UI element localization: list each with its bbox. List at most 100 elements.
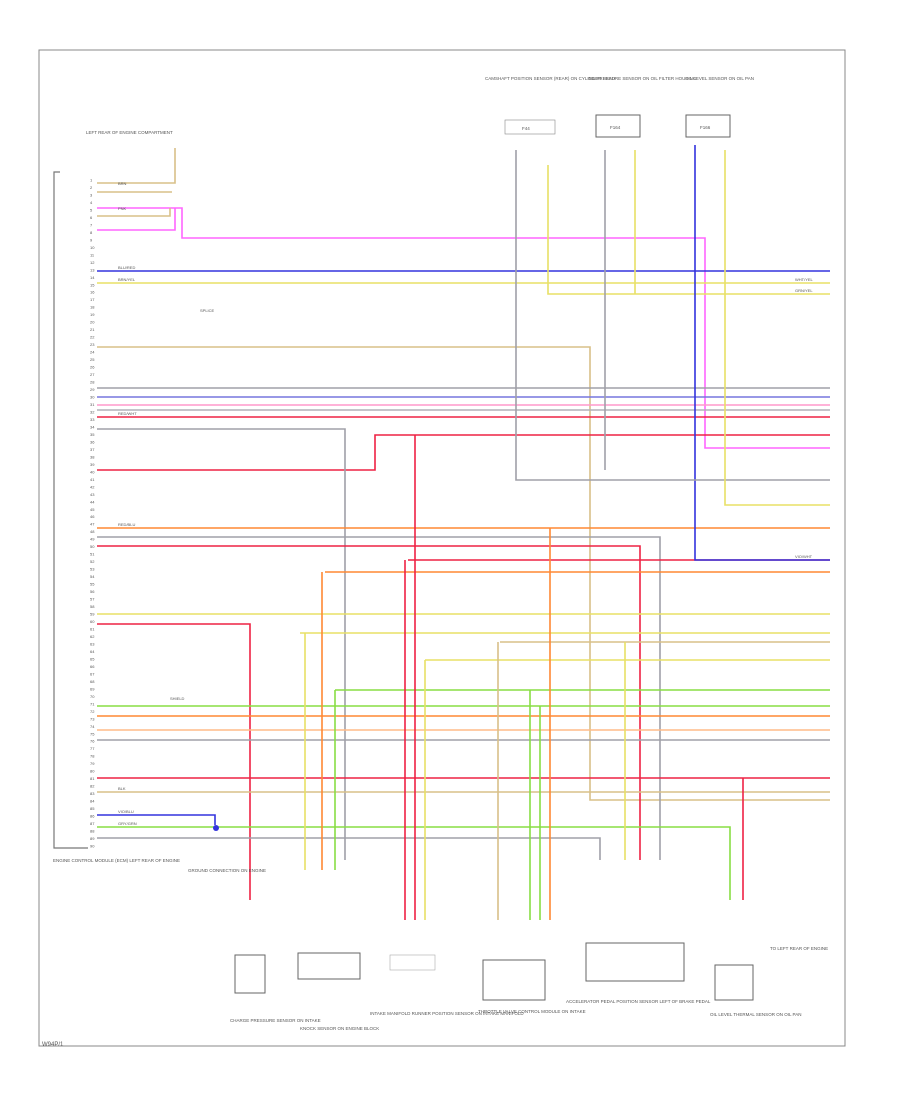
ecm-pin-79: 79 xyxy=(90,761,95,766)
ecm-pin-45: 45 xyxy=(90,507,95,512)
wire-blue-3 xyxy=(97,814,216,825)
diagram-frame xyxy=(38,49,846,1047)
charge-pressure-sensor-box xyxy=(234,954,266,994)
wires xyxy=(97,145,830,920)
ecm-pin-21: 21 xyxy=(90,327,95,332)
ecm-pin-4: 4 xyxy=(90,200,93,205)
top-component-label-2: OIL PRESSURE SENSOR ON OIL FILTER HOUSIN… xyxy=(588,76,697,81)
ecm-pin-46: 46 xyxy=(90,514,95,519)
ecm-pin-66: 66 xyxy=(90,664,95,669)
wire-drop-17 xyxy=(724,150,830,506)
knock-sensor-box xyxy=(297,952,361,980)
ecm-pin-68: 68 xyxy=(90,679,95,684)
top-component-tag-3: F166 xyxy=(700,125,711,130)
wire-label-blk: BLK xyxy=(118,786,126,791)
wire-drop-13 xyxy=(694,145,830,561)
ecm-pin-18: 18 xyxy=(90,305,95,310)
ecm-pin-1: 1 xyxy=(90,178,93,183)
ecm-pin-28: 28 xyxy=(90,380,95,385)
ecm-pin-60: 60 xyxy=(90,619,95,624)
oil-thermal-sensor-box xyxy=(714,964,754,1001)
ecm-pin-9: 9 xyxy=(90,237,93,242)
ecm-pin-30: 30 xyxy=(90,395,95,400)
wire-pink-2 xyxy=(97,208,176,231)
ecm-pin-72: 72 xyxy=(90,709,95,714)
ecm-pin-69: 69 xyxy=(90,686,95,691)
ecm-pin-26: 26 xyxy=(90,365,95,370)
ecm-pin-29: 29 xyxy=(90,387,95,392)
ecm-pin-82: 82 xyxy=(90,784,95,789)
ecm-pin-84: 84 xyxy=(90,799,95,804)
ecm-bottom-label: ENGINE CONTROL MODULE (ECM) LEFT REAR OF… xyxy=(53,858,180,863)
wire-label-vio-wht: VIO/WHT xyxy=(795,554,813,559)
ecm-pin-62: 62 xyxy=(90,634,95,639)
wire-label-wht-yel: WHT/YEL xyxy=(795,277,814,282)
wire-gray-6 xyxy=(97,837,601,860)
ecm-pin-65: 65 xyxy=(90,656,95,661)
wire-label-brn: BRN xyxy=(118,181,127,186)
ecm-pin-57: 57 xyxy=(90,597,95,602)
wire-label-red-blu: RED/BLU xyxy=(118,522,135,527)
ecm-pin-78: 78 xyxy=(90,754,95,759)
ecm-pin-49: 49 xyxy=(90,537,95,542)
ground-label: GROUND CONNECTION ON ENGINE xyxy=(188,868,266,873)
wire-label-pnk: PNK xyxy=(118,206,127,211)
wire-red-2 xyxy=(97,434,830,471)
bottom-label-6: OIL LEVEL THERMAL SENSOR ON OIL PAN xyxy=(710,1012,801,1017)
shield-label: SHIELD xyxy=(170,696,185,701)
ecm-pin-24: 24 xyxy=(90,350,95,355)
wire-label-grn-yel: GRN/YEL xyxy=(795,288,813,293)
bottom-label-1: CHARGE PRESSURE SENSOR ON INTAKE xyxy=(230,1018,321,1023)
ecm-pin-73: 73 xyxy=(90,716,95,721)
ecm-pin-25: 25 xyxy=(90,357,95,362)
bottom-label-3: INTAKE MANIFOLD RUNNER POSITION SENSOR O… xyxy=(370,1011,524,1016)
ecm-pin-59: 59 xyxy=(90,612,95,617)
wire-red-5 xyxy=(97,623,251,900)
ecm-pin-87: 87 xyxy=(90,821,95,826)
ecm-pin-74: 74 xyxy=(90,724,95,729)
wire-yellow-2 xyxy=(547,165,830,295)
wire-gray-4 xyxy=(97,536,661,860)
ecm-pin-23: 23 xyxy=(90,342,95,347)
wire-brn-1 xyxy=(97,148,176,184)
ecm-pin-58: 58 xyxy=(90,604,95,609)
ecm-pin-89: 89 xyxy=(90,836,95,841)
ecm-pin-42: 42 xyxy=(90,484,95,489)
pedal-sensor-box xyxy=(585,942,685,982)
engine-control-module: 1234567891011121314151617181920212223242… xyxy=(53,130,180,863)
wire-pink-1 xyxy=(97,207,830,449)
intake-runner-sensor-box xyxy=(389,954,436,971)
bottom-label-4: THROTTLE VALVE CONTROL MODULE ON INTAKE xyxy=(478,1009,586,1014)
top-components: CAMSHAFT POSITION SENSOR (REAR) ON CYLIN… xyxy=(485,76,754,138)
ecm-pin-71: 71 xyxy=(90,701,95,706)
ecm-pin-76: 76 xyxy=(90,739,95,744)
wire-label-vio-blu: VIO/BLU xyxy=(118,809,134,814)
ecm-pin-88: 88 xyxy=(90,829,95,834)
ecm-pin-43: 43 xyxy=(90,492,95,497)
wire-label-red-wht: RED/WHT xyxy=(118,411,137,416)
bottom-label-7: TO LEFT REAR OF ENGINE xyxy=(770,946,828,951)
ecm-pin-50: 50 xyxy=(90,544,95,549)
ecm-pin-33: 33 xyxy=(90,417,95,422)
ecm-pin-75: 75 xyxy=(90,731,95,736)
ecm-pin-22: 22 xyxy=(90,335,95,340)
ecm-pin-70: 70 xyxy=(90,694,95,699)
ecm-pin-52: 52 xyxy=(90,559,95,564)
ecm-pin-81: 81 xyxy=(90,776,95,781)
ecm-pin-38: 38 xyxy=(90,454,95,459)
ecm-pin-17: 17 xyxy=(90,297,95,302)
top-component-label-3: OIL LEVEL SENSOR ON OIL PAN xyxy=(685,76,754,81)
ecm-pin-48: 48 xyxy=(90,529,95,534)
ecm-pin-16: 16 xyxy=(90,290,95,295)
ecm-pin-56: 56 xyxy=(90,589,95,594)
ecm-pin-5: 5 xyxy=(90,207,93,212)
ecm-pin-3: 3 xyxy=(90,192,93,197)
ecm-pin-13: 13 xyxy=(90,267,95,272)
ecm-pin-64: 64 xyxy=(90,649,95,654)
ecm-pin-83: 83 xyxy=(90,791,95,796)
ecm-pin-36: 36 xyxy=(90,439,95,444)
ecm-pin-54: 54 xyxy=(90,574,95,579)
ecm-pin-41: 41 xyxy=(90,477,95,482)
ecm-pin-27: 27 xyxy=(90,372,95,377)
ecm-pin-37: 37 xyxy=(90,447,95,452)
